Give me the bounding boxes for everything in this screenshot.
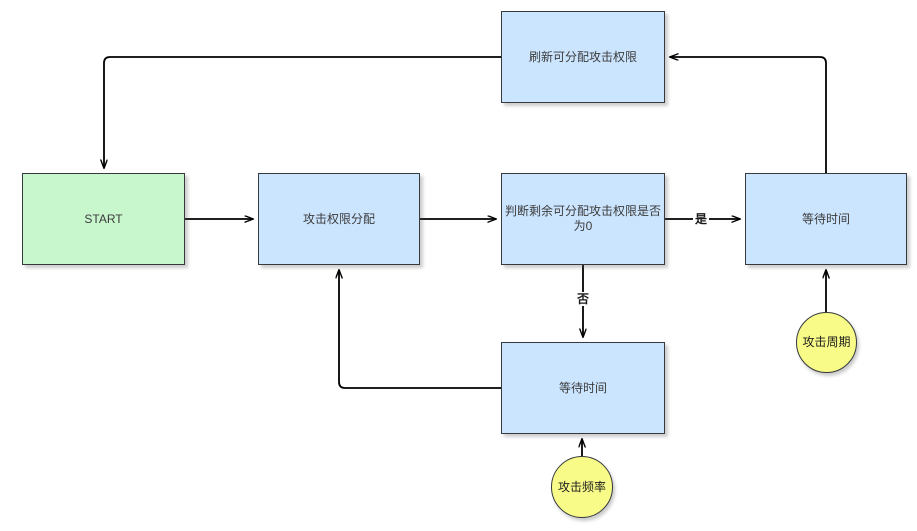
edge-wait-right-to-refresh: [670, 57, 827, 173]
edge-label-yes: 是: [693, 212, 710, 226]
node-label: 判断剩余可分配攻击权限是否为0: [505, 204, 662, 233]
node-wait-time-bottom[interactable]: 等待时间: [501, 342, 665, 434]
node-wait-time-right[interactable]: 等待时间: [745, 173, 907, 265]
edge-wait-bottom-to-allocate: [339, 270, 501, 389]
edge-refresh-to-start: [104, 56, 501, 168]
node-refresh-permissions[interactable]: 刷新可分配攻击权限: [501, 11, 665, 103]
node-label: 等待时间: [558, 380, 607, 395]
node-attack-period[interactable]: 攻击周期: [796, 312, 857, 373]
node-label: 攻击权限分配: [302, 211, 375, 226]
node-allocate-permissions[interactable]: 攻击权限分配: [258, 173, 420, 265]
edge-label-no: 否: [575, 292, 592, 306]
node-label: 等待时间: [801, 211, 850, 226]
node-label: 攻击频率: [557, 479, 606, 494]
node-attack-frequency[interactable]: 攻击频率: [551, 456, 613, 518]
node-label: START: [84, 211, 123, 226]
node-start[interactable]: START: [22, 173, 185, 265]
node-label: 攻击周期: [802, 335, 851, 349]
node-label: 刷新可分配攻击权限: [528, 49, 637, 64]
node-decision-remaining-permissions[interactable]: 判断剩余可分配攻击权限是否为0: [501, 173, 665, 265]
